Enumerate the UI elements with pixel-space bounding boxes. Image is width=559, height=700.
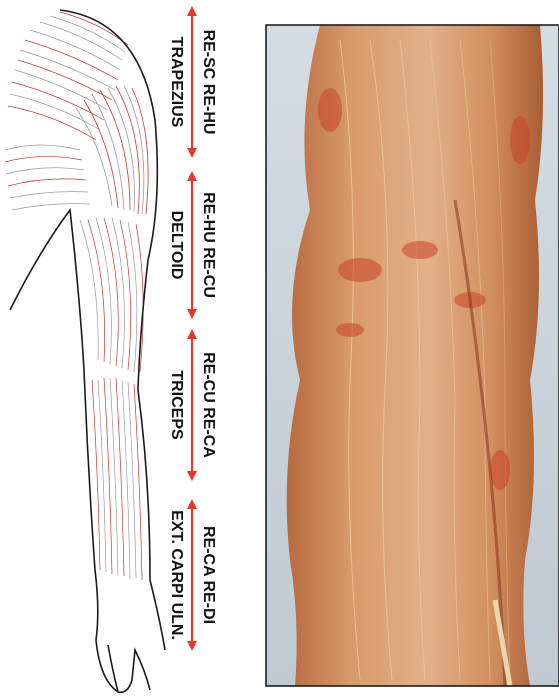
ext-carpi-origin-insertion: RE-CA RE-DI — [200, 526, 217, 624]
label-deltoid: RE-HU RE-CU DELTOID — [168, 171, 217, 319]
triceps-arrow-head-left — [187, 329, 197, 339]
triceps-origin-insertion: RE-CU RE-CA — [200, 352, 217, 458]
ext-carpi-name: EXT. CARPI ULN. — [168, 510, 185, 640]
deltoid-fibers — [76, 86, 148, 214]
trapezius-origin-insertion: RE-SC RE-HU — [200, 30, 217, 135]
chest-fibers — [5, 145, 90, 210]
forearm-fibers — [92, 378, 142, 580]
label-ext-carpi-ulnaris: RE-CA RE-DI EXT. CARPI ULN. — [168, 499, 217, 651]
trapezius-name: TRAPEZIUS — [168, 37, 185, 128]
label-trapezius: RE-SC RE-HU TRAPEZIUS — [168, 6, 217, 158]
label-triceps: RE-CU RE-CA TRICEPS — [168, 329, 217, 481]
trapezius-arrow-head-right — [187, 148, 197, 158]
deltoid-arrow-head-right — [187, 309, 197, 319]
dissection-photo — [266, 25, 559, 686]
deltoid-name: DELTOID — [168, 211, 185, 280]
ext-carpi-arrow-head-left — [187, 499, 197, 509]
trapezius-fibers — [8, 12, 128, 140]
trapezius-arrow-head-left — [187, 6, 197, 16]
deltoid-arrow-head-left — [187, 171, 197, 181]
triceps-name: TRICEPS — [168, 370, 185, 440]
ext-carpi-arrow-head-right — [187, 641, 197, 651]
arm-illustration — [5, 10, 165, 692]
deltoid-origin-insertion: RE-HU RE-CU — [200, 192, 217, 298]
triceps-fibers — [80, 218, 143, 372]
triceps-arrow-head-right — [187, 471, 197, 481]
muscle-labels: RE-SC RE-HU TRAPEZIUS RE-HU RE-CU DELTOI… — [168, 6, 217, 651]
